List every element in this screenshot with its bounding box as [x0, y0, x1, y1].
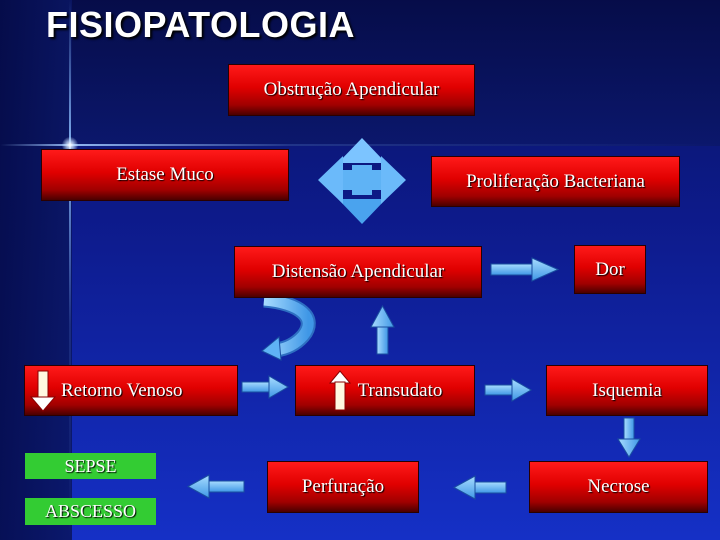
node-dor: Dor — [575, 246, 645, 293]
node-proliferacao-bacteriana: Proliferação Bacteriana — [432, 157, 679, 206]
node-label: Distensão Apendicular — [271, 261, 445, 282]
outcome-sepse: SEPSE — [25, 453, 156, 479]
arrow-right-icon — [484, 378, 532, 402]
node-distensao-apendicular: Distensão Apendicular — [235, 247, 481, 297]
arrow-down-icon — [617, 417, 641, 458]
node-obstrucao-apendicular: Obstrução Apendicular — [229, 65, 474, 115]
node-label: Estase Muco — [116, 164, 214, 185]
arrow-down-decrease-icon — [29, 370, 57, 412]
node-isquemia: Isquemia — [547, 366, 707, 415]
node-label: Necrose — [587, 476, 650, 497]
node-transudato: Transudato — [296, 366, 474, 415]
four-way-arrow-icon — [318, 138, 406, 224]
node-label: Transudato — [357, 379, 443, 401]
arrow-right-icon — [241, 375, 289, 399]
node-label: Perfuração — [301, 476, 385, 497]
arrow-left-icon — [452, 475, 507, 500]
node-necrose: Necrose — [530, 462, 707, 512]
slide-title: FISIOPATOLOGIA — [46, 4, 356, 45]
outcome-abscesso: ABSCESSO — [25, 498, 156, 525]
node-label: Dor — [595, 258, 625, 280]
arrow-up-icon — [370, 304, 395, 355]
arrow-up-increase-icon — [328, 369, 351, 410]
lens-flare-star — [62, 137, 78, 153]
node-label: Proliferação Bacteriana — [466, 170, 645, 192]
node-label: Obstrução Apendicular — [263, 79, 440, 100]
arrow-left-icon — [186, 474, 245, 499]
node-estase-muco: Estase Muco — [42, 150, 288, 200]
node-retorno-venoso: Retorno Venoso — [25, 366, 237, 415]
node-label: Isquemia — [592, 379, 662, 401]
lens-flare-vertical — [69, 0, 71, 540]
node-perfuracao: Perfuração — [268, 462, 418, 512]
node-label: Retorno Venoso — [61, 379, 183, 401]
curved-arrow-icon — [261, 292, 316, 361]
arrow-right-icon — [490, 257, 560, 282]
background-band-left — [0, 0, 72, 540]
